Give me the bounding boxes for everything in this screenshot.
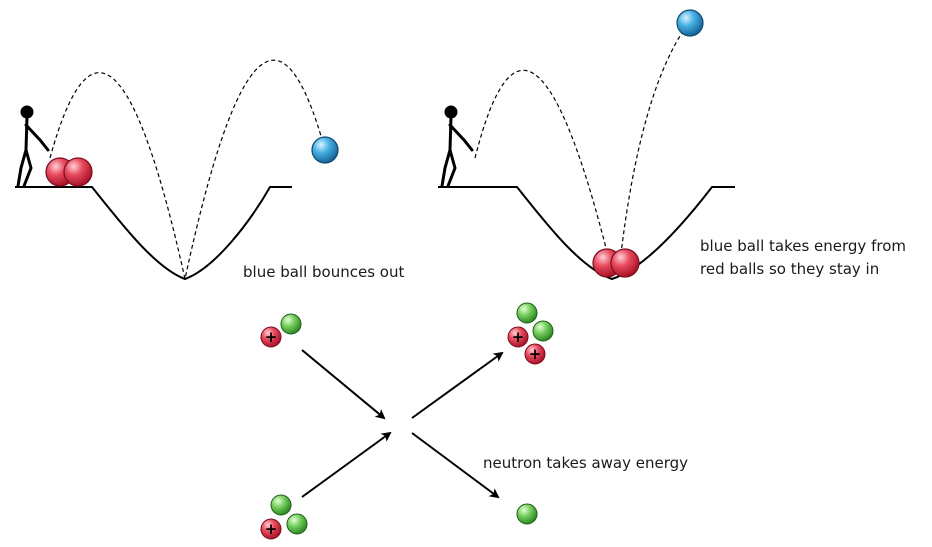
deuteron: +	[260, 313, 302, 348]
arrow-in-top	[301, 349, 386, 420]
right-scene-caption-line2: red balls so they stay in	[700, 260, 880, 278]
proton-plus-sign: +	[265, 328, 278, 346]
blue-ball-left	[311, 136, 339, 164]
right-trajectory-up	[619, 23, 689, 263]
proton-particle	[260, 326, 282, 348]
arrow-out-bottom	[411, 432, 500, 499]
stick-figure-left	[16, 105, 50, 188]
proton-particle	[507, 326, 529, 348]
proton-particle	[260, 518, 282, 540]
neutron-particle	[516, 302, 538, 324]
arrow-out-top	[411, 351, 504, 419]
proton-particle	[524, 343, 546, 365]
proton-plus-sign: +	[512, 328, 525, 346]
right-scene	[438, 9, 735, 281]
red-ball-right-2	[610, 248, 640, 278]
neutron-particle	[270, 494, 292, 516]
right-trajectory-down	[474, 69, 611, 265]
right-scene-caption-line1: blue ball takes energy from	[700, 237, 906, 255]
left-scene	[15, 59, 339, 281]
blue-ball-right	[676, 9, 704, 37]
stick-figure-right	[440, 105, 474, 188]
free-neutron	[516, 503, 538, 525]
right-valley-ground	[438, 186, 735, 281]
left-scene-caption: blue ball bounces out	[243, 263, 405, 281]
helium-nucleus: + +	[507, 302, 554, 365]
reaction-caption: neutron takes away energy	[483, 454, 689, 472]
neutron-particle	[532, 320, 554, 342]
proton-plus-sign: +	[529, 345, 542, 363]
left-valley-ground	[15, 186, 292, 281]
neutron-particle	[286, 513, 308, 535]
tritium: +	[260, 494, 308, 540]
arrow-in-bottom	[301, 431, 392, 498]
red-ball-left-2	[63, 157, 93, 187]
neutron-particle	[280, 313, 302, 335]
left-trajectory	[49, 59, 326, 280]
proton-plus-sign: +	[265, 520, 278, 538]
reaction: + + + +	[260, 302, 554, 540]
